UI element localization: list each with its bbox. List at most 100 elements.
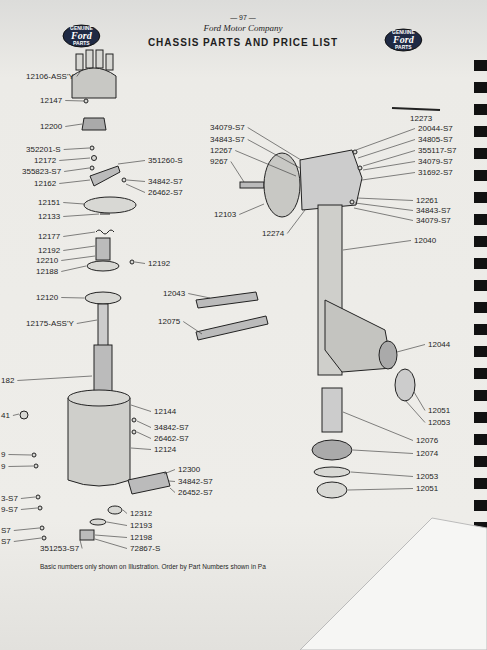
screw — [38, 506, 42, 510]
screw — [350, 200, 354, 204]
binder-ring — [474, 192, 487, 203]
leader-line — [358, 140, 415, 159]
bushing — [94, 345, 112, 393]
screw — [40, 526, 44, 530]
leader-line — [61, 256, 95, 261]
stud — [240, 182, 264, 188]
callout-number: 12051 — [416, 484, 438, 493]
leader-line — [131, 448, 151, 450]
callout-number: 26452-S7 — [178, 488, 213, 497]
binder-ring — [474, 214, 487, 225]
leader-line — [164, 470, 175, 475]
leader-line — [21, 497, 35, 499]
callout-number: 12075 — [158, 317, 180, 326]
sleeve — [322, 388, 342, 432]
callout-number: 41 — [1, 411, 10, 420]
leader-line — [353, 450, 413, 454]
binder-ring — [474, 456, 487, 467]
plug — [317, 482, 347, 498]
callout-number: 3-S7 — [1, 494, 18, 503]
distributor-housing — [68, 398, 130, 486]
leader-line — [8, 466, 33, 468]
leader-line — [343, 241, 411, 251]
leader-line — [356, 129, 415, 151]
leader-line — [95, 535, 127, 538]
callout-number: 12120 — [36, 293, 58, 302]
vacuum-unit — [128, 472, 170, 494]
callout-number: 12133 — [38, 212, 60, 221]
binder-ring — [474, 236, 487, 247]
distributor — [20, 50, 170, 540]
flange — [300, 150, 362, 210]
leader-line — [63, 232, 95, 237]
binder-ring — [474, 368, 487, 379]
clip — [108, 506, 122, 514]
gear-sleeve — [80, 530, 94, 540]
callout-number: 12106-ASS'Y — [26, 72, 74, 81]
callout-number: 31692-S7 — [418, 168, 453, 177]
logo-oval: GENUINEFordPARTS — [384, 28, 423, 52]
callout-number: 34842-S7 — [178, 477, 213, 486]
callout-number: 12200 — [40, 122, 62, 131]
washer — [90, 519, 106, 525]
callout-number: 12193 — [130, 521, 152, 530]
callout-number: 12273 — [410, 114, 432, 123]
leader-line — [131, 405, 151, 412]
leader-line — [357, 198, 413, 201]
drive-gear — [379, 341, 397, 369]
callout-number: 12103 — [214, 210, 236, 219]
binder-ring — [474, 478, 487, 489]
binder-ring — [474, 280, 487, 291]
cap-tower — [76, 54, 83, 70]
leader-line — [127, 180, 145, 182]
oval-shape — [385, 29, 422, 51]
leader-line — [64, 148, 89, 150]
leader-line — [21, 508, 37, 510]
callout-number: 34843-S7 — [416, 206, 451, 215]
breaker-arm — [90, 166, 120, 186]
leader-line — [362, 173, 415, 181]
leader-line — [77, 72, 80, 77]
washer — [90, 166, 94, 170]
page-header: Ford Motor Company — [203, 24, 282, 33]
callout-number: 12175-ASS'Y — [26, 319, 74, 328]
leader-line — [123, 510, 127, 514]
callout-number: 72867-S — [130, 544, 160, 553]
binder-ring — [474, 302, 487, 313]
rod — [392, 108, 440, 110]
callout-number: 12053 — [428, 418, 450, 427]
callout-number: 12043 — [163, 289, 185, 298]
callout-number: 9267 — [210, 157, 228, 166]
leader-line — [363, 162, 415, 171]
callout-number: 12274 — [262, 229, 284, 238]
callout-number: S7 — [1, 526, 11, 535]
leader-line — [348, 489, 413, 491]
callout-number: 12076 — [416, 436, 438, 445]
leader-line — [183, 322, 202, 335]
leader-line — [188, 294, 210, 299]
breaker-plate — [84, 197, 136, 213]
screw — [36, 495, 40, 499]
spring — [96, 230, 114, 234]
leader-line — [65, 100, 84, 102]
screw — [32, 453, 36, 457]
leader-line — [235, 151, 296, 177]
page-header: — 97 — — [230, 13, 256, 22]
leader-line — [135, 262, 145, 264]
callout-number: 12074 — [416, 449, 438, 458]
screw — [34, 464, 38, 468]
leader-line — [61, 266, 86, 272]
callout-number: 34079-S7 — [416, 216, 451, 225]
binder-ring — [474, 324, 487, 335]
callout-number: 9-S7 — [1, 505, 18, 514]
screw — [353, 150, 357, 154]
leader-line — [95, 539, 127, 549]
callout-number: 12267 — [210, 146, 232, 155]
cap-screw — [84, 99, 88, 103]
screw — [130, 260, 134, 264]
leader-line — [59, 158, 90, 161]
washer — [132, 430, 136, 434]
leader-line — [170, 488, 175, 493]
screw — [132, 418, 136, 422]
